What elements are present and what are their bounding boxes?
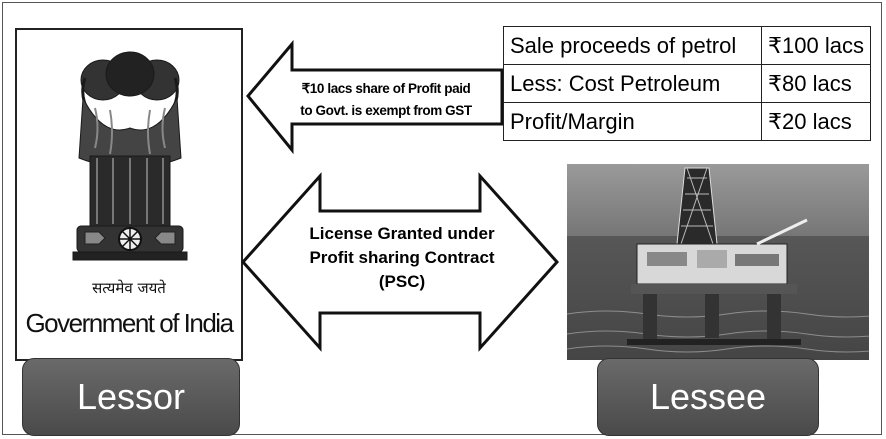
- psc-line-3: (PSC): [378, 272, 426, 291]
- table-row: Profit/Margin ₹20 lacs: [503, 102, 871, 141]
- gst-left-arrow: [246, 39, 504, 155]
- psc-line-2: Profit sharing Contract: [309, 248, 495, 267]
- lessee-label: Lessee: [597, 358, 819, 436]
- emblem-motto: सत्यमेव जयते: [92, 279, 166, 297]
- diagram-frame: [2, 2, 882, 435]
- row-value: ₹20 lacs: [761, 102, 871, 141]
- table-row: Less: Cost Petroleum ₹80 lacs: [503, 64, 871, 103]
- row-label: Sale proceeds of petrol: [503, 26, 762, 65]
- oil-rig-image: [567, 164, 869, 360]
- psc-double-arrow: [240, 172, 560, 352]
- government-name: Government of India: [25, 308, 234, 338]
- row-label: Less: Cost Petroleum: [503, 64, 762, 103]
- lessor-label: Lessor: [22, 358, 240, 436]
- profit-table: Sale proceeds of petrol ₹100 lacs Less: …: [503, 26, 871, 141]
- gst-line-1: ₹10 lacs share of Profit paid: [301, 81, 471, 96]
- row-value: ₹100 lacs: [761, 26, 871, 65]
- row-value: ₹80 lacs: [761, 64, 871, 103]
- row-label: Profit/Margin: [503, 102, 762, 141]
- gst-arrow-label: ₹10 lacs share of Profit paid to Govt. i…: [272, 78, 500, 122]
- gst-line-2: to Govt. is exempt from GST: [300, 103, 472, 118]
- table-row: Sale proceeds of petrol ₹100 lacs: [503, 26, 871, 65]
- psc-arrow-label: License Granted under Profit sharing Con…: [284, 222, 520, 294]
- ashoka-emblem-icon: [72, 51, 188, 261]
- psc-line-1: License Granted under: [309, 224, 495, 243]
